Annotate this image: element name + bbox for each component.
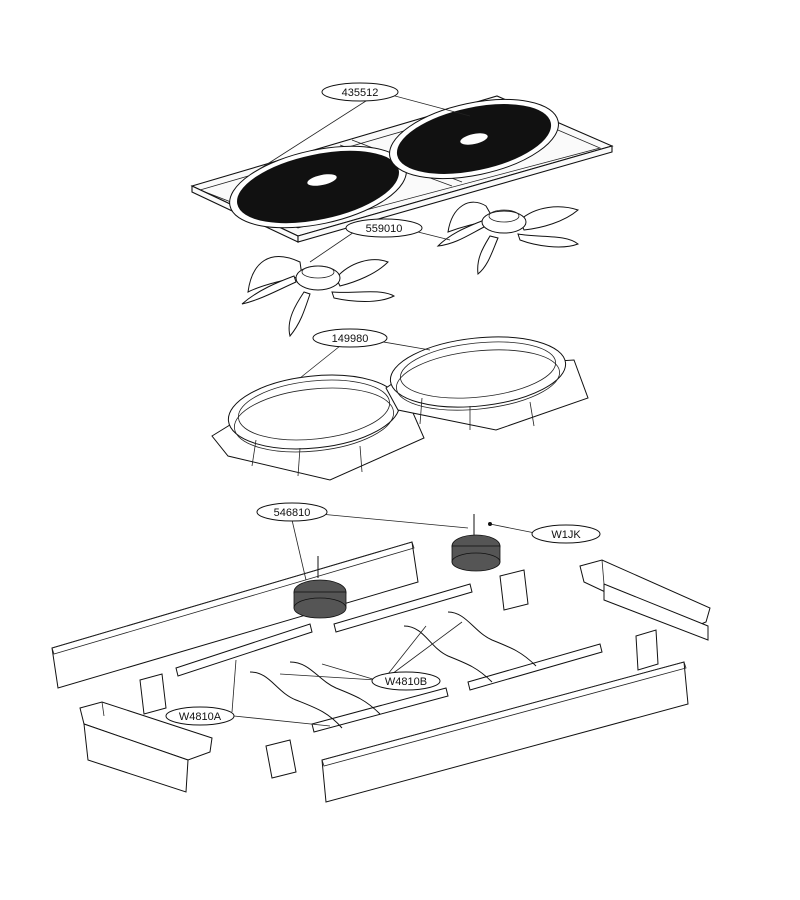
callout-fan-blade: 559010 (309, 218, 451, 263)
right-end-channel (579, 559, 711, 641)
corner-bracket-left (139, 673, 167, 715)
front-side-rail (321, 661, 689, 803)
callout-motor-label: 546810 (274, 507, 311, 519)
fan-motor-right (451, 514, 501, 572)
cross-bracket-set-a (249, 661, 381, 729)
corner-bracket-rear (499, 569, 529, 611)
callout-bracket-b-label: W4810B (385, 676, 427, 688)
fan-blade-left (241, 256, 396, 338)
fan-shroud-right (385, 336, 589, 431)
callout-bracket-a-label: W4810A (179, 711, 222, 723)
callout-wire-label: W1JK (551, 529, 581, 541)
callout-bracket-a: W4810A (165, 659, 331, 727)
callout-grille-label: 435512 (342, 87, 379, 99)
callout-grille: 435512 (257, 82, 471, 171)
fan-grille-right (389, 99, 559, 179)
callout-motor: 546810 (256, 502, 469, 581)
fan-blade-right (436, 201, 579, 275)
callout-shroud-label: 149980 (332, 333, 369, 345)
fan-motor-left (293, 556, 347, 619)
cross-bracket-set-b (403, 611, 537, 683)
callout-fan-blade-label: 559010 (366, 223, 403, 235)
callout-wire: W1JK (488, 522, 601, 544)
corner-bracket-right (635, 629, 659, 671)
left-end-channel (79, 701, 213, 793)
mount-rail-right (333, 583, 603, 691)
callout-bracket-b: W4810B (279, 621, 463, 691)
corner-bracket-front (265, 739, 297, 779)
mount-rail-left (175, 623, 449, 733)
callout-shroud: 149980 (299, 328, 431, 379)
rear-side-rail (51, 541, 419, 689)
